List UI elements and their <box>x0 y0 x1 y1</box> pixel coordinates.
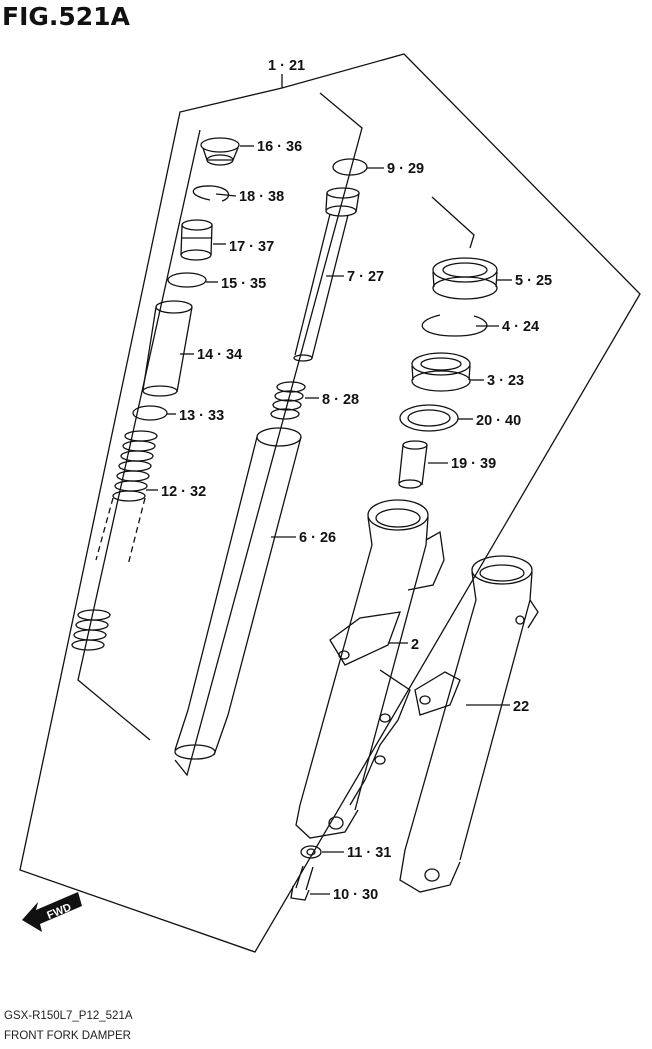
part-13-washer <box>132 405 168 421</box>
part-3-bushing <box>411 352 471 392</box>
part-16-top-cap <box>200 137 240 166</box>
assembly-outline <box>19 53 641 953</box>
callout-12-32: 12 · 32 <box>161 484 206 500</box>
part-20-washer <box>399 404 459 432</box>
callout-22: 22 <box>513 699 529 715</box>
part-2-outer-tube <box>295 499 445 839</box>
callout-17-37: 17 · 37 <box>229 239 274 255</box>
part-17-valve <box>180 219 213 261</box>
part-4-circlip <box>421 314 488 337</box>
part-10-bolt <box>290 865 314 901</box>
part-19-oil-lock-piece <box>398 440 428 489</box>
callout-16-36: 16 · 36 <box>257 139 302 155</box>
part-7-damper-rod <box>293 187 360 362</box>
callout-13-33: 13 · 33 <box>179 408 224 424</box>
figure-caption: FRONT FORK DAMPER <box>4 1030 131 1042</box>
callout-11-31: 11 · 31 <box>347 845 391 861</box>
callout-15-35: 15 · 35 <box>221 276 266 292</box>
callout-2: 2 <box>411 637 419 653</box>
callout-4-24: 4 · 24 <box>502 319 539 335</box>
callout-5-25: 5 · 25 <box>515 273 552 289</box>
tube-group-outline <box>431 196 475 249</box>
callout-3-23: 3 · 23 <box>487 373 524 389</box>
spring-group-outline <box>77 129 201 741</box>
part-14-collar <box>142 300 193 397</box>
part-18-circlip <box>192 185 230 202</box>
callout-14-34: 14 · 34 <box>197 347 242 363</box>
part-15-ring <box>167 272 207 288</box>
callout-7-27: 7 · 27 <box>347 269 384 285</box>
part-6-inner-tube <box>174 427 302 760</box>
callout-10-30: 10 · 30 <box>333 887 378 903</box>
part-9-ring <box>332 158 368 176</box>
callout-18-38: 18 · 38 <box>239 189 284 205</box>
damper-group-outline <box>174 92 363 777</box>
fwd-arrow-icon: FWD <box>22 892 82 932</box>
part-12-spring <box>71 430 158 651</box>
part-8-spring <box>270 381 306 420</box>
part-11-gasket <box>300 845 322 859</box>
part-5-oil-seal <box>432 257 498 300</box>
callout-19-39: 19 · 39 <box>451 456 496 472</box>
callout-6-26: 6 · 26 <box>299 530 336 546</box>
callout-9-29: 9 · 29 <box>387 161 424 177</box>
figure-title: FIG.521A <box>2 2 130 31</box>
part-22-outer-tube <box>399 555 539 893</box>
figure-code: GSX-R150L7_P12_521A <box>4 1010 133 1022</box>
callout-1-21: 1 · 21 <box>268 58 305 74</box>
callout-20-40: 20 · 40 <box>476 413 521 429</box>
callout-8-28: 8 · 28 <box>322 392 359 408</box>
